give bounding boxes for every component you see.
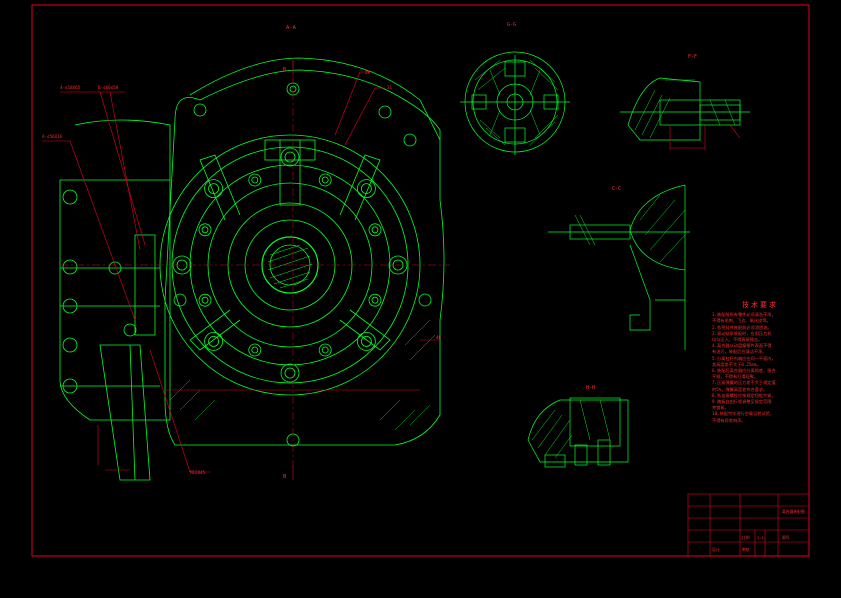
- spring-pocket: [356, 331, 376, 351]
- note-line: 5.分离杠杆内端应在同一平面内，: [712, 355, 776, 361]
- title-cell-number: 图号: [782, 535, 790, 540]
- spring-pocket-inner: [284, 151, 296, 163]
- note-line: 不得有异常响声。: [712, 417, 746, 423]
- note-line: 9.踏板自由行程调整至规定范围: [712, 399, 772, 405]
- pressure-springs: [172, 147, 408, 383]
- note-line: 6.装配后离合器应分离彻底，接合: [712, 368, 776, 374]
- housing-bolts: [62, 82, 432, 447]
- callout-top-1: 29: [365, 70, 371, 75]
- spring-pocket-inner: [201, 226, 209, 234]
- title-block-text: 离合器装配图 比例 1:1 图号 设计 审核: [712, 509, 805, 552]
- spring-pocket: [248, 343, 262, 357]
- section-hatch: [169, 319, 436, 431]
- main-labels: A-A B B 4-¢18X65 B-¢60¢58 A-¢56X16 M12X4…: [42, 25, 442, 480]
- hub-spline: [267, 244, 313, 289]
- spring-pocket-inner: [321, 176, 329, 184]
- spring-pocket: [198, 223, 212, 237]
- note-line: 2.各密封件装配前必须浸透油。: [712, 324, 772, 330]
- spring-pocket-inner: [251, 176, 259, 184]
- spring-pocket-inner: [201, 296, 209, 304]
- spring-pocket: [198, 293, 212, 307]
- note-line: 10.装配完毕进行空载运转试验，: [712, 411, 775, 417]
- spring-pocket: [368, 223, 382, 237]
- title-cell-scale: 1:1: [757, 535, 765, 540]
- callout-left-3: A-¢56X16: [42, 134, 63, 139]
- note-line: 4.离合器从动盘摩擦片表面不得: [712, 343, 772, 349]
- view-h-drawing: [527, 397, 629, 468]
- callout-left-1: 4-¢18X65: [60, 85, 81, 90]
- view-c-label: C-C: [612, 186, 621, 192]
- spring-pocket-inner: [208, 335, 220, 347]
- technical-notes: 技术要求 1.装配前所有零件必须清洗干净， 不得有毛刺、飞边、氧化皮等。 2.各…: [712, 301, 808, 424]
- view-f-drawing: [620, 77, 750, 141]
- view-c-drawing: [548, 184, 690, 350]
- main-section-view: [59, 57, 450, 481]
- view-a-label: A-A: [286, 25, 297, 31]
- title-cell-review: 审核: [742, 547, 750, 552]
- callout-bottom: M12X45: [190, 470, 206, 475]
- note-line: 均匀压入，不得直接锤击。: [712, 337, 763, 343]
- note-line: 的5%，弹簧高度差符合要求。: [712, 386, 768, 392]
- spring-pocket-inner: [251, 346, 259, 354]
- note-line: 8.各连接螺栓应按规定扭矩拧紧。: [712, 392, 776, 398]
- technical-notes-list: 1.装配前所有零件必须清洗干净， 不得有毛刺、飞边、氧化皮等。 2.各密封件装配…: [712, 312, 808, 424]
- callout-top-2: 31: [387, 85, 393, 90]
- section-mark-b-bottom: B: [283, 474, 287, 480]
- note-line: 有油污，装配后应清洁干净。: [712, 349, 767, 355]
- callout-right: 48: [436, 335, 442, 340]
- release-fork-linkage: [60, 234, 160, 481]
- view-g-drawing: [460, 51, 570, 155]
- spring-pocket: [318, 343, 332, 357]
- note-line: 1.装配前所有零件必须清洗干净，: [712, 312, 776, 318]
- note-line: 并锁紧。: [712, 405, 729, 411]
- spring-pocket: [204, 179, 224, 199]
- spring-pocket: [318, 173, 332, 187]
- note-line: 平顺，不得有打滑现象。: [712, 374, 759, 380]
- spring-pocket-inner: [321, 346, 329, 354]
- title-block: [687, 493, 810, 557]
- callout-left-2: B-¢60¢58: [98, 85, 119, 90]
- spring-pocket: [280, 363, 300, 383]
- spring-pocket-inner: [371, 226, 379, 234]
- centerlines: [60, 60, 450, 470]
- left-lug: [74, 119, 171, 180]
- spring-pocket: [368, 293, 382, 307]
- note-line: 不得有毛刺、飞边、氧化皮等。: [712, 318, 771, 324]
- section-mark-b-top: B: [283, 67, 287, 73]
- view-f-label: F-F: [688, 54, 697, 60]
- title-cell-scale-label: 比例: [742, 535, 750, 540]
- spring-pocket-inner: [284, 367, 296, 379]
- spring-pocket-inner: [360, 335, 372, 347]
- spring-pocket: [356, 179, 376, 199]
- view-h-label: H-H: [586, 385, 595, 391]
- dimension-lines: [42, 60, 440, 480]
- housing-outline: [164, 69, 445, 446]
- technical-notes-title: 技术要求: [742, 301, 778, 309]
- title-cell-name: 离合器装配图: [782, 509, 805, 514]
- spring-pocket: [248, 173, 262, 187]
- drawing-frame: [31, 4, 810, 557]
- title-cell-design: 设计: [712, 547, 720, 552]
- note-line: 其高度差不大于0.25mm。: [712, 361, 761, 367]
- release-levers: [189, 139, 391, 351]
- note-line: 7.压紧弹簧的压力差不大于规定值: [712, 380, 776, 386]
- view-g-label: G-G: [507, 22, 516, 28]
- spring-pocket: [204, 331, 224, 351]
- spring-pocket: [280, 147, 300, 167]
- note-line: 3.滚动轴承装配时，应用压力机: [712, 330, 772, 336]
- spring-pocket-inner: [371, 296, 379, 304]
- view-f-dims: [669, 124, 741, 150]
- left-flange: [59, 179, 171, 421]
- housing-outer: [189, 57, 441, 141]
